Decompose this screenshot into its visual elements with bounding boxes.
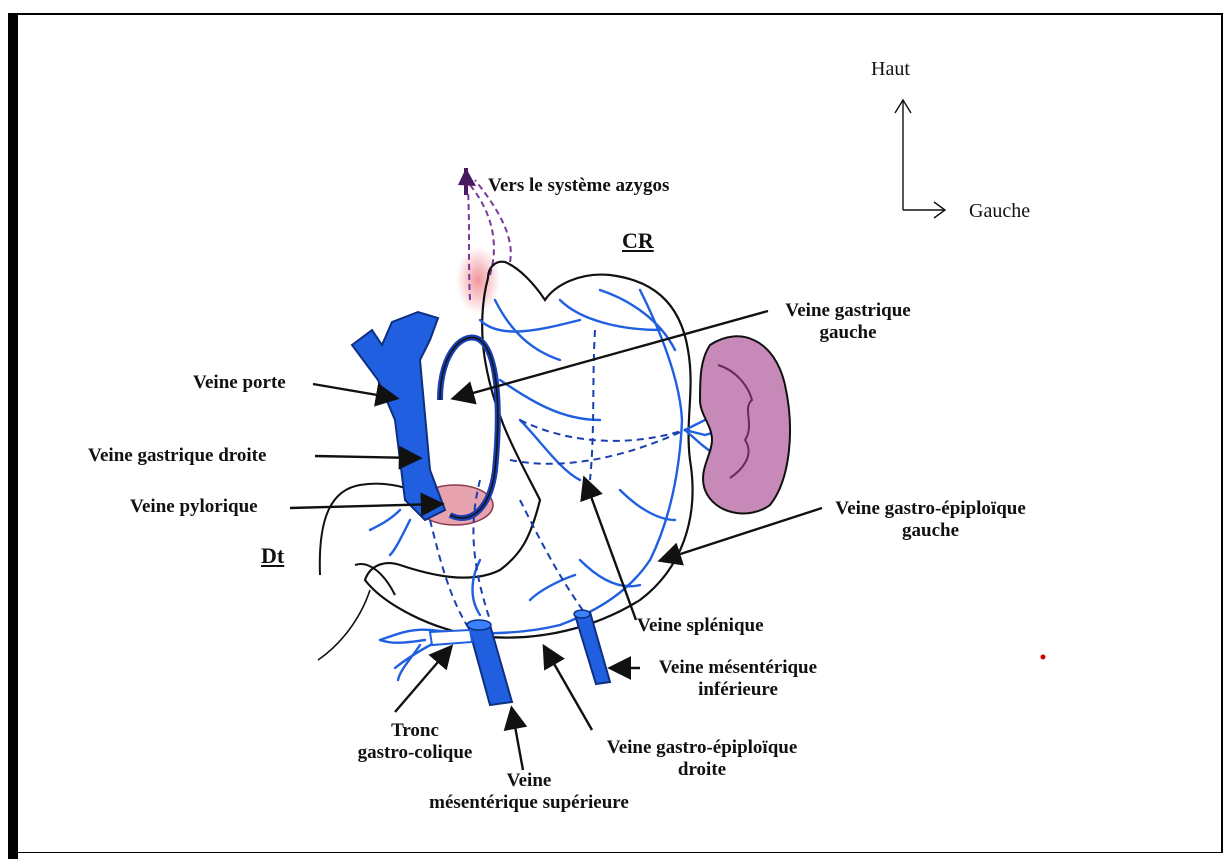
label-gastro-epiploique-droite-line1: Veine gastro-épiploïque <box>583 737 821 759</box>
vmi-top-cap <box>574 610 590 618</box>
label-tronc-line1: Tronc <box>355 720 475 742</box>
label-gastro-epiploique-gauche-line1: Veine gastro-épiploïque <box>818 498 1043 520</box>
label-veine-gastrique-gauche-line2: gauche <box>768 322 928 344</box>
orientation-left-label: Gauche <box>969 200 1030 222</box>
label-veine-splenique: Veine splénique <box>637 615 764 637</box>
label-tronc-line2: gastro-colique <box>355 742 475 764</box>
esophageal-junction-glow <box>456 246 500 314</box>
label-veine-gastrique-droite: Veine gastrique droite <box>88 445 266 467</box>
cr-marker: CR <box>622 230 654 252</box>
spleen <box>700 336 790 513</box>
label-azygos: Vers le système azygos <box>488 175 669 197</box>
label-gastro-epiploique-droite-line2: droite <box>583 759 821 781</box>
tronc-gastro-colique-shape <box>430 630 472 645</box>
posterior-dashed-veins <box>430 330 685 630</box>
label-mesenterique-inferieure-line1: Veine mésentérique <box>640 657 836 679</box>
stray-red-dot <box>1041 655 1046 660</box>
label-mesenterique-superieure-line2: mésentérique supérieure <box>404 792 654 814</box>
veine-porte-shape <box>352 312 445 520</box>
label-veine-porte: Veine porte <box>193 372 286 394</box>
label-veine-gastrique-gauche-line1: Veine gastrique <box>768 300 928 322</box>
orientation-arrows <box>895 100 945 218</box>
label-gastro-epiploique-gauche-line2: gauche <box>818 520 1043 542</box>
label-veine-pylorique: Veine pylorique <box>130 496 258 518</box>
label-gastro-epiploique-droite: Veine gastro-épiploïque droite <box>583 737 821 781</box>
orientation-up-label: Haut <box>871 58 910 80</box>
veine-mesenterique-inferieure-shape <box>575 612 610 684</box>
label-mesenterique-inferieure-line2: inférieure <box>640 679 836 701</box>
label-mesenterique-inferieure: Veine mésentérique inférieure <box>640 657 836 701</box>
label-gastro-epiploique-gauche: Veine gastro-épiploïque gauche <box>818 498 1043 542</box>
pancreas-edge-line <box>318 590 370 660</box>
vms-top-cap <box>467 620 491 630</box>
azygos-arrow-head <box>458 168 476 186</box>
label-veine-gastrique-gauche: Veine gastrique gauche <box>768 300 928 344</box>
dt-marker: Dt <box>261 545 284 567</box>
label-tronc-gastro-colique: Tronc gastro-colique <box>355 720 475 764</box>
